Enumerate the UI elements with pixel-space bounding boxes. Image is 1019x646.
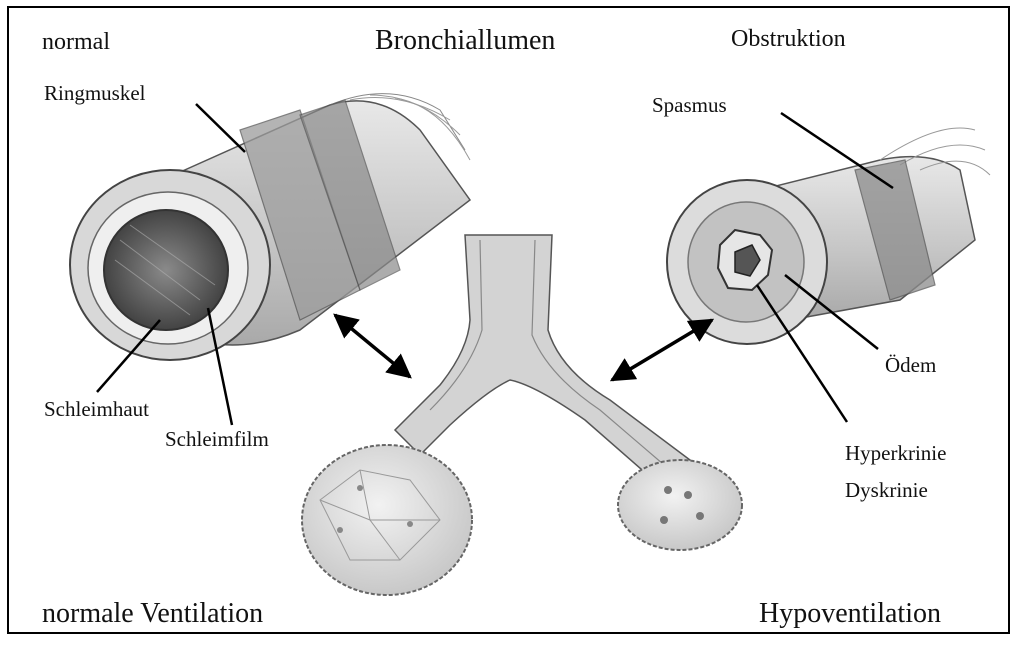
- diagram-title: Bronchiallumen: [375, 27, 555, 55]
- label-hyperkrinie: Hyperkrinie: [845, 443, 946, 464]
- obstructed-bronchus-drawing: [667, 128, 990, 344]
- label-hypoventilation: Hypoventilation: [759, 600, 941, 628]
- label-schleimhaut: Schleimhaut: [44, 399, 149, 420]
- label-obstruktion: Obstruktion: [731, 27, 846, 51]
- label-schleimfilm: Schleimfilm: [165, 429, 269, 450]
- label-dyskrinie: Dyskrinie: [845, 480, 928, 501]
- label-normale-ventilation: normale Ventilation: [42, 600, 263, 628]
- label-ringmuskel: Ringmuskel: [44, 83, 146, 104]
- label-oedem: Ödem: [885, 355, 936, 376]
- ringmuskel-leader-line: [196, 104, 245, 152]
- label-spasmus: Spasmus: [652, 95, 727, 116]
- normal-bronchus-drawing: [70, 94, 470, 360]
- label-normal: normal: [42, 30, 110, 54]
- left-double-arrow: [335, 315, 410, 377]
- right-double-arrow: [612, 320, 712, 380]
